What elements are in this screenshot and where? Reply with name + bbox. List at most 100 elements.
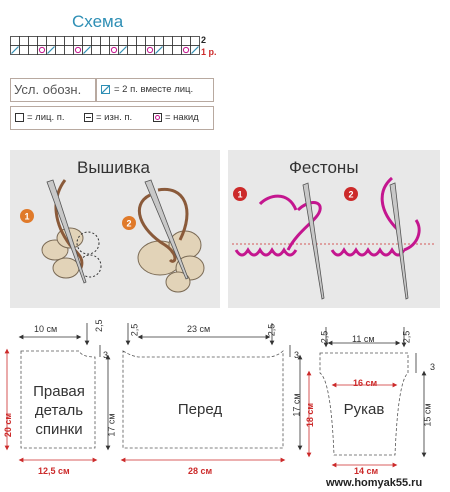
grid-cell-k [127, 45, 137, 55]
grid-cell-knit [73, 36, 83, 46]
front-top-dim: 23 см [187, 324, 211, 334]
front-top-right-dim: 2,5 [266, 323, 277, 337]
grid-cell-k [19, 45, 29, 55]
embroidery-illustration: 1 2 [20, 179, 205, 293]
scallops-panel: Фестоны 1 2 [228, 150, 440, 308]
back-bottom-dim: 12,5 см [38, 466, 70, 476]
yarn-over-mark [110, 46, 118, 54]
grid-cell-k [28, 45, 38, 55]
grid-cell-knit [37, 36, 47, 46]
front-top-left-dim: 2,5 [129, 323, 140, 337]
back-left-dim: 20 см [3, 412, 14, 438]
k2tog-mark [11, 46, 19, 54]
yarn-over-mark [146, 46, 154, 54]
svg-text:1: 1 [24, 212, 29, 222]
grid-cell-k [163, 45, 173, 55]
grid-cell-knit [109, 36, 119, 46]
knit-icon [15, 113, 24, 122]
k2tog-mark [47, 46, 55, 54]
grid-cell-knit [154, 36, 164, 46]
grid-cell-knit [82, 36, 92, 46]
grid-cell-k [64, 45, 74, 55]
scallops-title: Фестоны [289, 158, 359, 177]
yarn-over-icon [153, 113, 162, 122]
grid-cell-yo [145, 45, 155, 55]
flower-2 [137, 179, 205, 293]
grid-cell-yo [37, 45, 47, 55]
row-label-1: 1 р. [201, 47, 217, 57]
grid-cell-knit [136, 36, 146, 46]
grid-cell-k [136, 45, 146, 55]
k2tog-mark [191, 46, 199, 54]
sleeve-top-right-dim: 2,5 [401, 330, 412, 344]
front-label: Перед [177, 401, 223, 418]
legend-knit-label: = лиц. п. [27, 112, 65, 123]
legend-row-2: = лиц. п. = изн. п. = накид [10, 106, 214, 130]
embroidery-title: Вышивка [77, 158, 150, 177]
sleeve-label: Рукав [343, 401, 385, 418]
back-corner-dim: 2,5 [94, 319, 104, 332]
k2tog-mark [83, 46, 91, 54]
scheme-grid-svg [10, 36, 200, 55]
front-right-top-dim: 3 [294, 350, 300, 360]
back-right-top-dim: 3 [103, 350, 109, 360]
purl-icon [84, 113, 93, 122]
step-1-badge [20, 209, 34, 223]
front-bottom-dim: 28 см [188, 466, 213, 476]
back-label-line-1: Правая [33, 383, 85, 400]
legend-title-box: Усл. обозн. [10, 78, 96, 102]
grid-cell-k [91, 45, 101, 55]
grid-cell-knit [145, 36, 155, 46]
scheme-grid [10, 36, 200, 56]
k2tog-mark [155, 46, 163, 54]
grid-cell-yo [181, 45, 191, 55]
grid-cell-knit [100, 36, 110, 46]
svg-text:1: 1 [237, 190, 242, 200]
legend-k2tog-label: = 2 п. вместе лиц. [114, 84, 194, 95]
sleeve-right-dim: 15 см [422, 403, 433, 427]
step-1-badge [233, 187, 247, 201]
back-top-dim: 10 см [34, 324, 58, 334]
grid-cell-knit [163, 36, 173, 46]
step-2-badge [122, 216, 136, 230]
pattern-lines [4, 323, 427, 468]
back-label: Правая деталь спинки [24, 382, 94, 439]
grid-cell-yo [109, 45, 119, 55]
k2tog-icon [101, 85, 110, 94]
back-label-line-2: деталь [34, 402, 84, 419]
grid-cell-knit [19, 36, 29, 46]
yarn-over-mark [182, 46, 190, 54]
sleeve-inner-dim: 16 см [353, 378, 378, 388]
row-label-2: 2 [201, 35, 207, 45]
grid-cell-knit [118, 36, 128, 46]
grid-cell-knit [55, 36, 65, 46]
back-label-line-3: спинки [35, 421, 83, 438]
grid-cell-knit [46, 36, 56, 46]
svg-text:2: 2 [126, 219, 131, 229]
legend-purl-label: = изн. п. [96, 112, 133, 123]
legend-yarn-over-label: = накид [165, 112, 199, 123]
legend-title: Усл. обозн. [14, 82, 82, 97]
yarn-over-mark [38, 46, 46, 54]
scallops-illustration: 1 2 [232, 176, 436, 300]
sleeve-top-dim: 11 см [352, 334, 375, 344]
sleeve-left-dim: 18 см [305, 402, 316, 428]
back-right-dim: 17 см [106, 413, 117, 437]
grid-cell-knit [91, 36, 101, 46]
sleeve-right-top-dim: 3 [430, 362, 436, 372]
watermark[interactable]: www.homyak55.ru [326, 477, 423, 489]
flower-1 [41, 179, 102, 284]
legend-item-k2tog: = 2 п. вместе лиц. [96, 78, 214, 102]
sleeve-top-left-dim: 2,5 [319, 330, 330, 344]
step-2-badge [344, 187, 358, 201]
front-right-dim: 17 см [291, 393, 302, 417]
grid-cell-knit [127, 36, 137, 46]
scheme-title: Схема [72, 12, 124, 31]
grid-cell-knit [64, 36, 74, 46]
scallop-2 [330, 176, 421, 257]
grid-cell-knit [10, 36, 20, 46]
yarn-over-mark [74, 46, 82, 54]
grid-cell-k [172, 45, 182, 55]
k2tog-mark [119, 46, 127, 54]
grid-cell-knit [190, 36, 200, 46]
